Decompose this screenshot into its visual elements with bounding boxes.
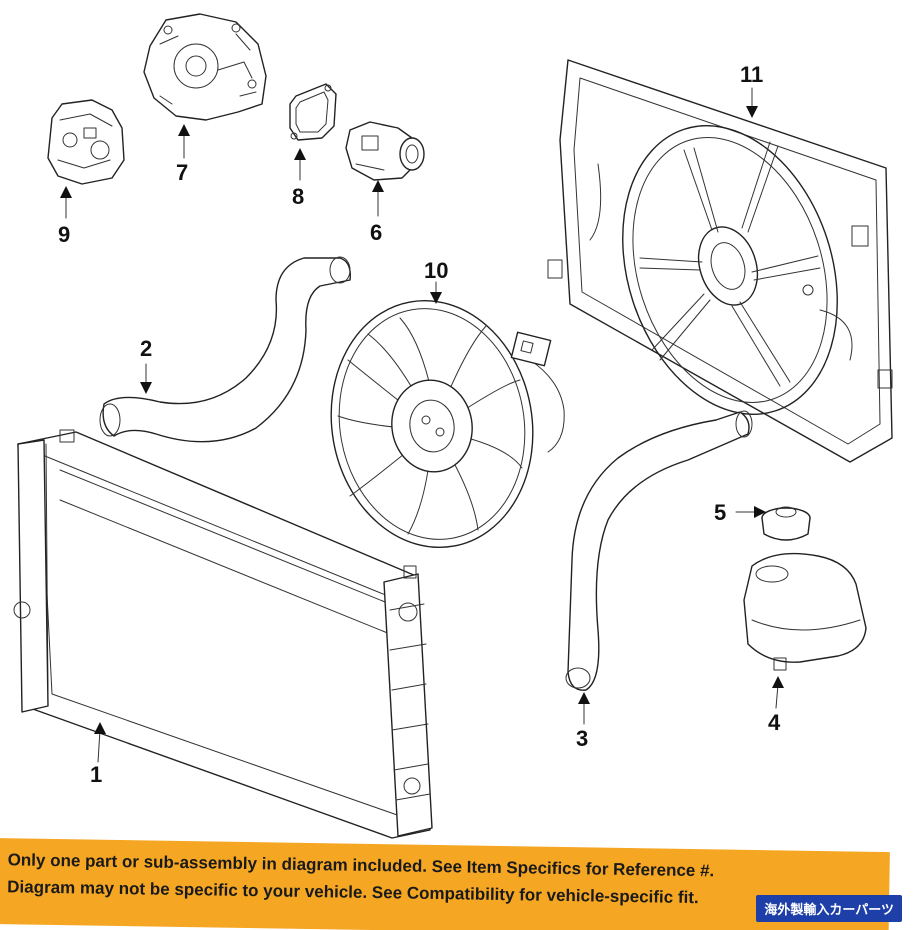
- disclaimer-banner: Only one part or sub-assembly in diagram…: [0, 834, 924, 930]
- part-4-coolant-reservoir: [743, 552, 867, 671]
- callout-7: 7: [176, 160, 188, 185]
- callout-8: 8: [292, 184, 304, 209]
- part-1-radiator: [13, 429, 433, 839]
- callout-10: 10: [424, 258, 448, 283]
- part-2-upper-hose: [99, 256, 351, 443]
- callout-arrows: [60, 87, 784, 763]
- callout-9: 9: [58, 222, 70, 247]
- callout-3: 3: [576, 726, 588, 751]
- part-6-thermostat-housing: [345, 121, 425, 181]
- part-8-gasket: [289, 83, 337, 141]
- callout-5: 5: [714, 500, 726, 525]
- part-10-cooling-fan: [330, 299, 565, 549]
- part-3-lower-hose: [565, 410, 753, 691]
- part-9-housing: [47, 99, 125, 185]
- part-11-fan-shroud: [547, 59, 893, 463]
- callout-1: 1: [90, 762, 102, 787]
- callout-6: 6: [370, 220, 382, 245]
- part-7-water-pump-housing: [143, 13, 267, 121]
- shop-badge: 海外製輸入カーパーツ: [756, 895, 902, 922]
- callout-4: 4: [768, 710, 781, 735]
- part-5-reservoir-cap: [761, 506, 811, 541]
- callout-2: 2: [140, 336, 152, 361]
- callout-11: 11: [740, 62, 763, 87]
